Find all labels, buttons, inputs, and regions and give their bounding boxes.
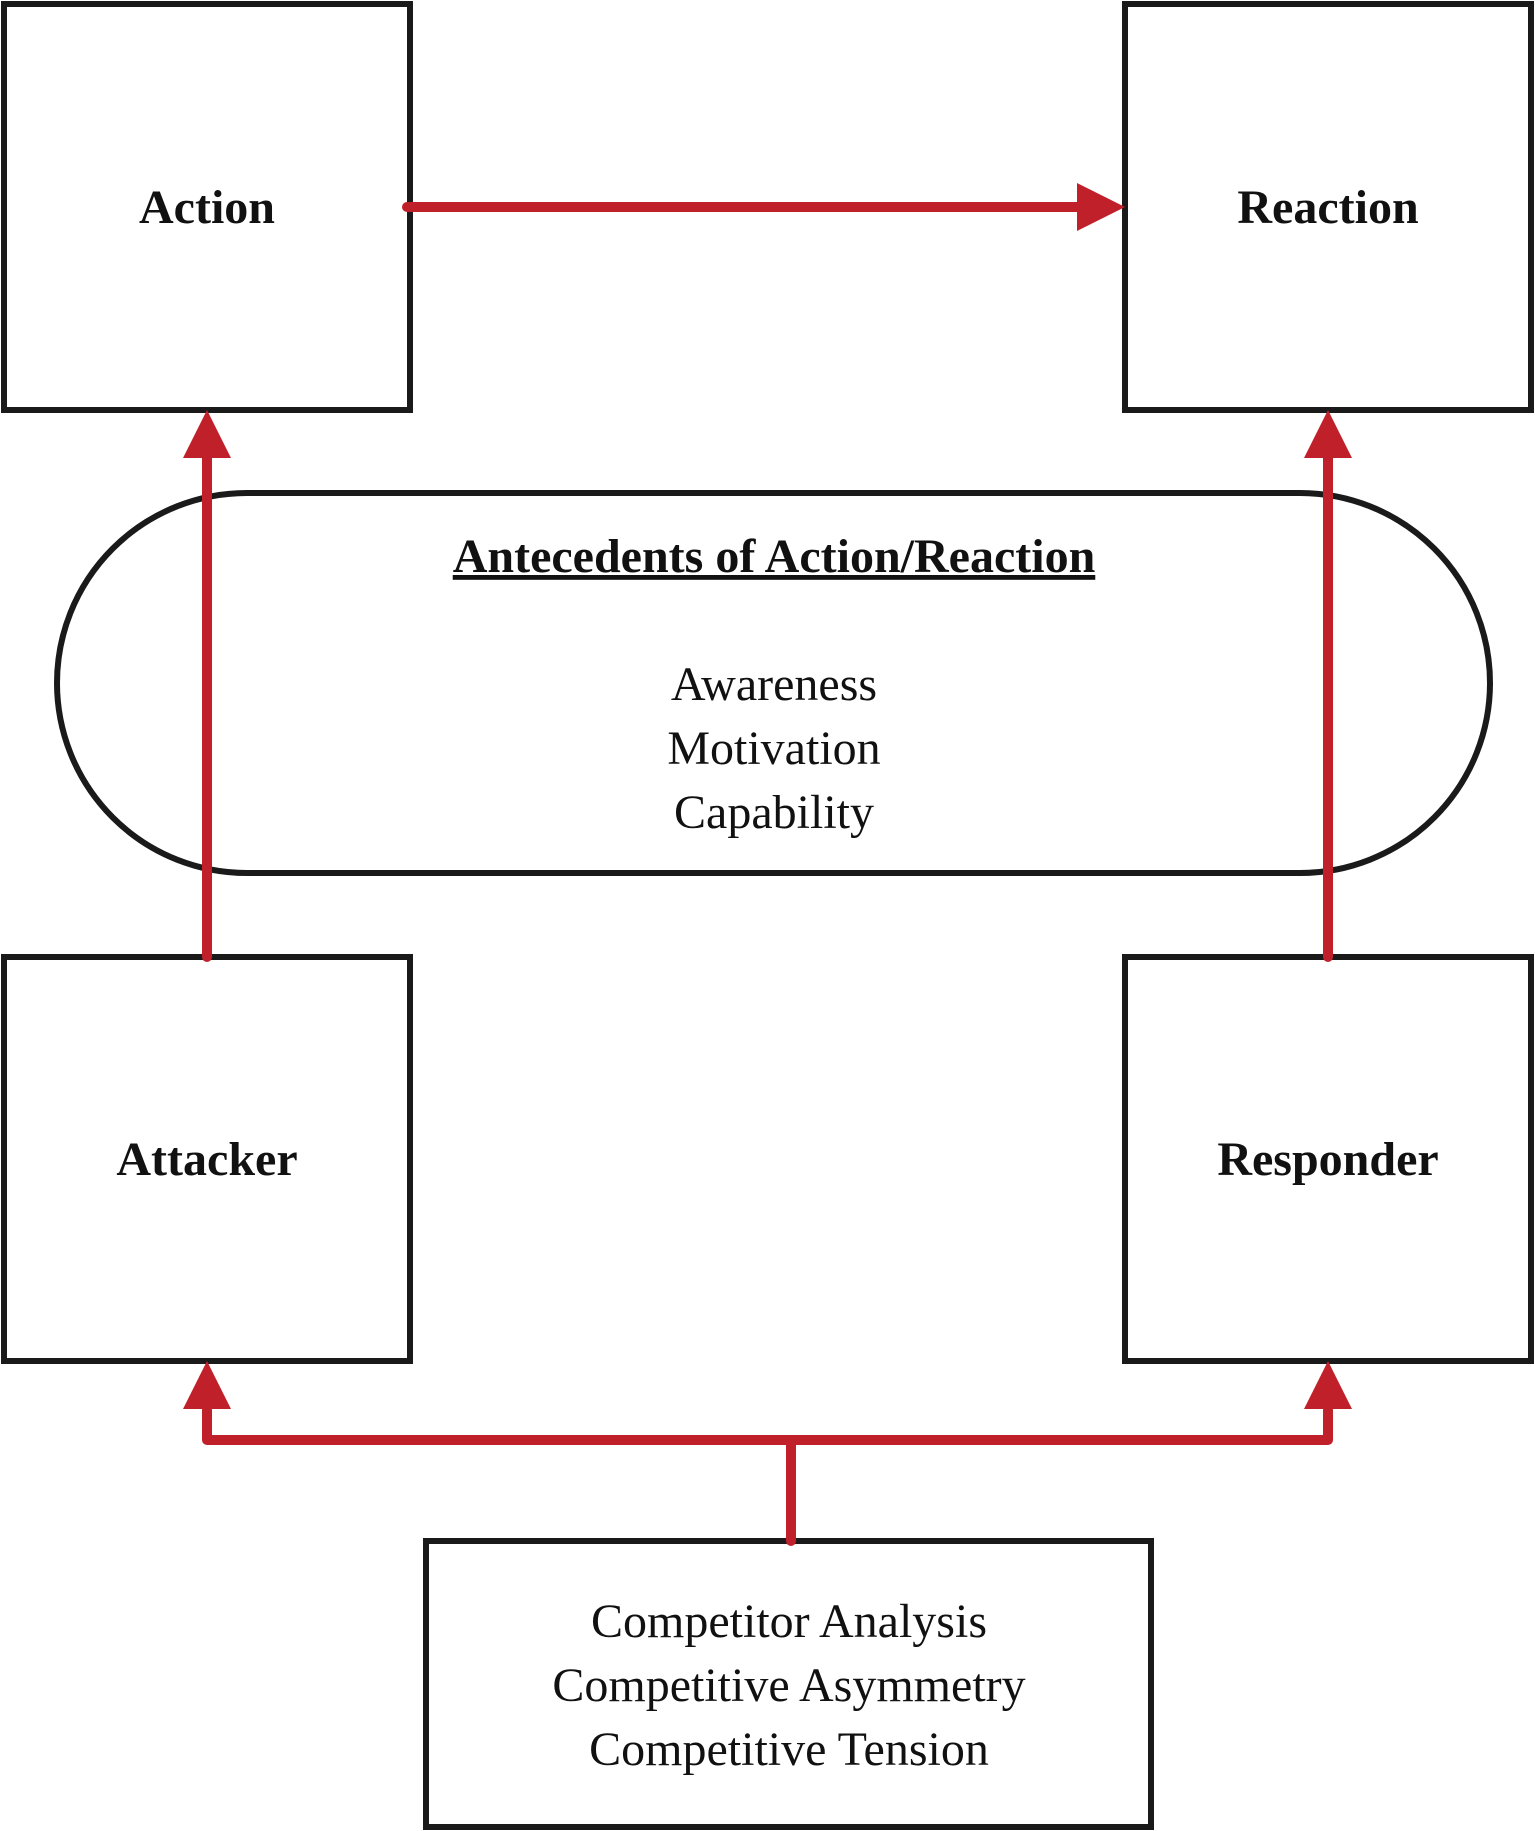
attacker-label: Attacker (116, 1133, 297, 1186)
antecedents-panel (54, 490, 1493, 876)
responder-label: Responder (1217, 1133, 1438, 1186)
drivers-item: Competitor Analysis (591, 1595, 987, 1648)
drivers-item: Competitive Asymmetry (552, 1659, 1025, 1712)
drivers-item: Competitive Tension (589, 1723, 989, 1776)
attacker-box (1, 954, 413, 1364)
action-box (1, 1, 413, 413)
antecedents-item: Capability (674, 786, 874, 839)
antecedents-title: Antecedents of Action/Reaction (453, 530, 1096, 583)
action-arrowhead (183, 410, 231, 458)
antecedents-item: Motivation (667, 722, 880, 775)
action-label: Action (139, 181, 275, 234)
responder-arrowhead (1304, 1361, 1352, 1409)
reaction-arrowhead (1077, 183, 1125, 231)
antecedents-item: Awareness (671, 658, 877, 711)
drivers-branch-connector (202, 1405, 1333, 1445)
reaction-label: Reaction (1237, 181, 1418, 234)
reaction-up-arrowhead (1304, 410, 1352, 458)
attacker-arrowhead (183, 1361, 231, 1409)
drivers-box (423, 1538, 1154, 1830)
reaction-box (1122, 1, 1534, 413)
